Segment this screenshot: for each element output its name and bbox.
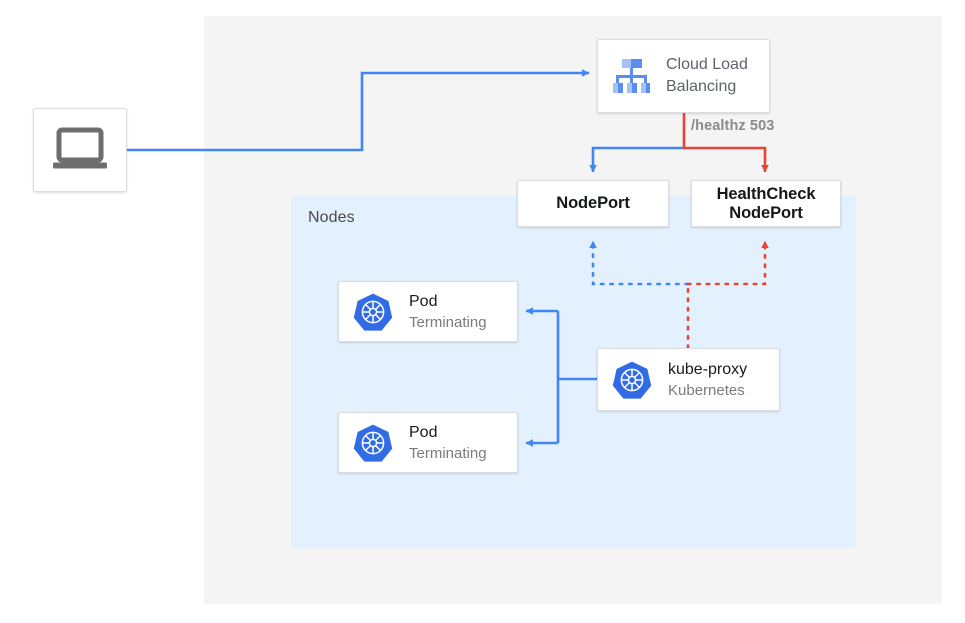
nodeport-label: NodePort [556, 194, 630, 212]
cloud-load-balancing[interactable]: Cloud Load Balancing [597, 39, 770, 113]
cloud-load-balancing-icon [613, 59, 650, 93]
healthz-edge-label: /healthz 503 [691, 118, 775, 134]
healthcheck-nodeport-label: HealthCheck NodePort [717, 185, 816, 223]
healthcheck-nodeport-label-line2: NodePort [729, 203, 803, 222]
kubernetes-icon [612, 361, 652, 399]
pod-title: Pod [409, 423, 438, 441]
pod-status: Terminating [409, 313, 487, 331]
pod-status: Terminating [409, 444, 487, 462]
nodes-panel-label: Nodes [308, 209, 355, 226]
cloud-load-balancing-label-line2: Balancing [666, 78, 737, 95]
kubernetes-icon [353, 424, 393, 462]
healthcheck-nodeport-label-line1: HealthCheck [716, 184, 816, 203]
kube-proxy-subtitle: Kubernetes [668, 381, 745, 399]
pod-text: Pod Terminating [409, 423, 487, 463]
pod-text: Pod Terminating [409, 292, 487, 332]
nodeport-box[interactable]: NodePort [517, 180, 669, 227]
pod-terminating-2[interactable]: Pod Terminating [338, 412, 518, 473]
cloud-load-balancing-label: Cloud Load Balancing [666, 54, 748, 98]
client-device[interactable] [33, 108, 127, 192]
kube-proxy-box[interactable]: kube-proxy Kubernetes [597, 348, 780, 411]
kubernetes-icon [353, 293, 393, 331]
laptop-icon [53, 127, 107, 169]
pod-terminating-1[interactable]: Pod Terminating [338, 281, 518, 342]
cloud-load-balancing-label-line1: Cloud Load [666, 56, 748, 73]
kube-proxy-text: kube-proxy Kubernetes [668, 360, 747, 400]
kube-proxy-title: kube-proxy [668, 360, 748, 378]
healthcheck-nodeport-box[interactable]: HealthCheck NodePort [691, 180, 841, 227]
pod-title: Pod [409, 292, 438, 310]
